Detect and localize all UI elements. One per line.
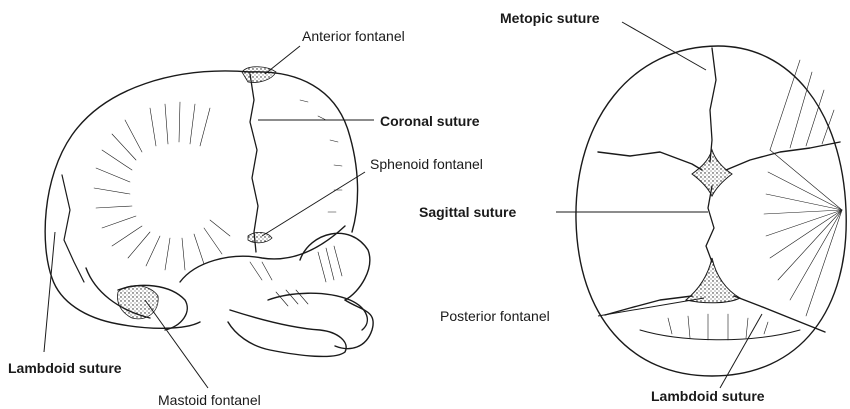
label-lateral-lambdoid-suture: Lambdoid suture [8,360,122,376]
lateral-face-hatching [250,246,342,306]
superior-skull [576,46,846,376]
lateral-leader-lines [44,46,374,388]
posterior-fontanel-leader [598,298,704,316]
posterior-fontanel-patch [686,258,740,303]
label-sphenoid-fontanel: Sphenoid fontanel [370,156,483,172]
superior-anterior-fontanel-patch [692,150,732,196]
sphenoid-fontanel-leader [262,172,365,236]
superior-coronal-right [726,142,840,170]
label-anterior-fontanel: Anterior fontanel [302,28,405,44]
lateral-frontal-outline [250,72,358,232]
superior-occipital-hatching [668,314,768,340]
sagittal-suture-line [706,186,714,262]
sphenoid-fontanel-patch [248,232,272,242]
mastoid-fontanel-leader [145,300,208,388]
superior-radiating-hatching [764,60,842,316]
label-mastoid-fontanel: Mastoid fontanel [158,392,261,408]
mastoid-fontanel-patch [118,286,159,319]
superior-lambdoid-right [734,296,825,332]
superior-skull-outline [576,46,846,376]
superior-leader-lines [556,22,762,388]
label-metopic-suture: Metopic suture [500,10,600,26]
lateral-maxilla [335,300,373,349]
lateral-lambdoid-line [62,175,84,282]
lateral-parietal-hatching [94,102,230,270]
label-sagittal-suture: Sagittal suture [419,204,516,220]
lateral-orbit-outline [300,233,370,300]
lateral-frontal-hatching [300,100,342,212]
lateral-skull [45,71,373,356]
anterior-fontanel-leader [265,46,300,74]
label-coronal-suture: Coronal suture [380,113,480,129]
label-posterior-fontanel: Posterior fontanel [440,308,550,324]
lateral-mandible [228,310,346,356]
metopic-suture-leader [622,22,706,70]
superior-coronal-left [598,152,702,170]
superior-occipital-curve [640,330,800,340]
coronal-suture-line [250,74,258,252]
label-superior-lambdoid-suture: Lambdoid suture [651,388,765,404]
metopic-suture-line [710,48,716,162]
superior-lambdoid-leader [720,314,762,388]
